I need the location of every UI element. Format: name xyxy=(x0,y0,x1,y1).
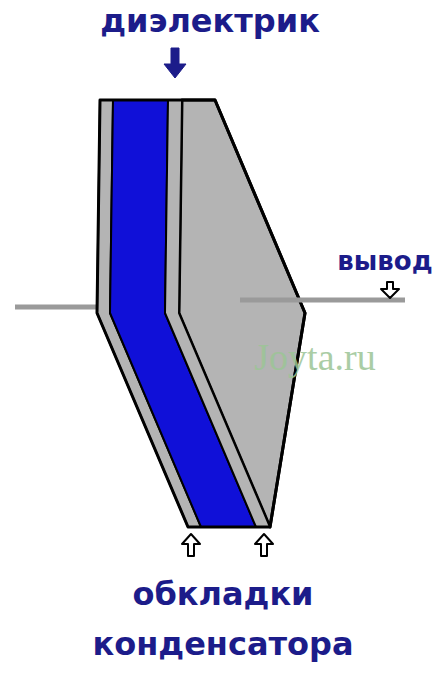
pointer-arrow xyxy=(182,534,200,556)
right-lead-wire xyxy=(240,298,405,303)
capacitor-outline xyxy=(97,100,305,527)
pointer-arrow xyxy=(255,534,273,556)
right-plate-edge xyxy=(165,100,270,527)
part-label: обкладки конденсатора xyxy=(73,570,373,669)
part-label: диэлектрик xyxy=(100,2,320,40)
pointer-arrow xyxy=(381,282,399,298)
left-lead-wire xyxy=(15,305,99,310)
pointer-arrow xyxy=(164,48,186,78)
part-label: вывод xyxy=(337,246,432,277)
watermark: Joyta.ru xyxy=(254,335,375,379)
